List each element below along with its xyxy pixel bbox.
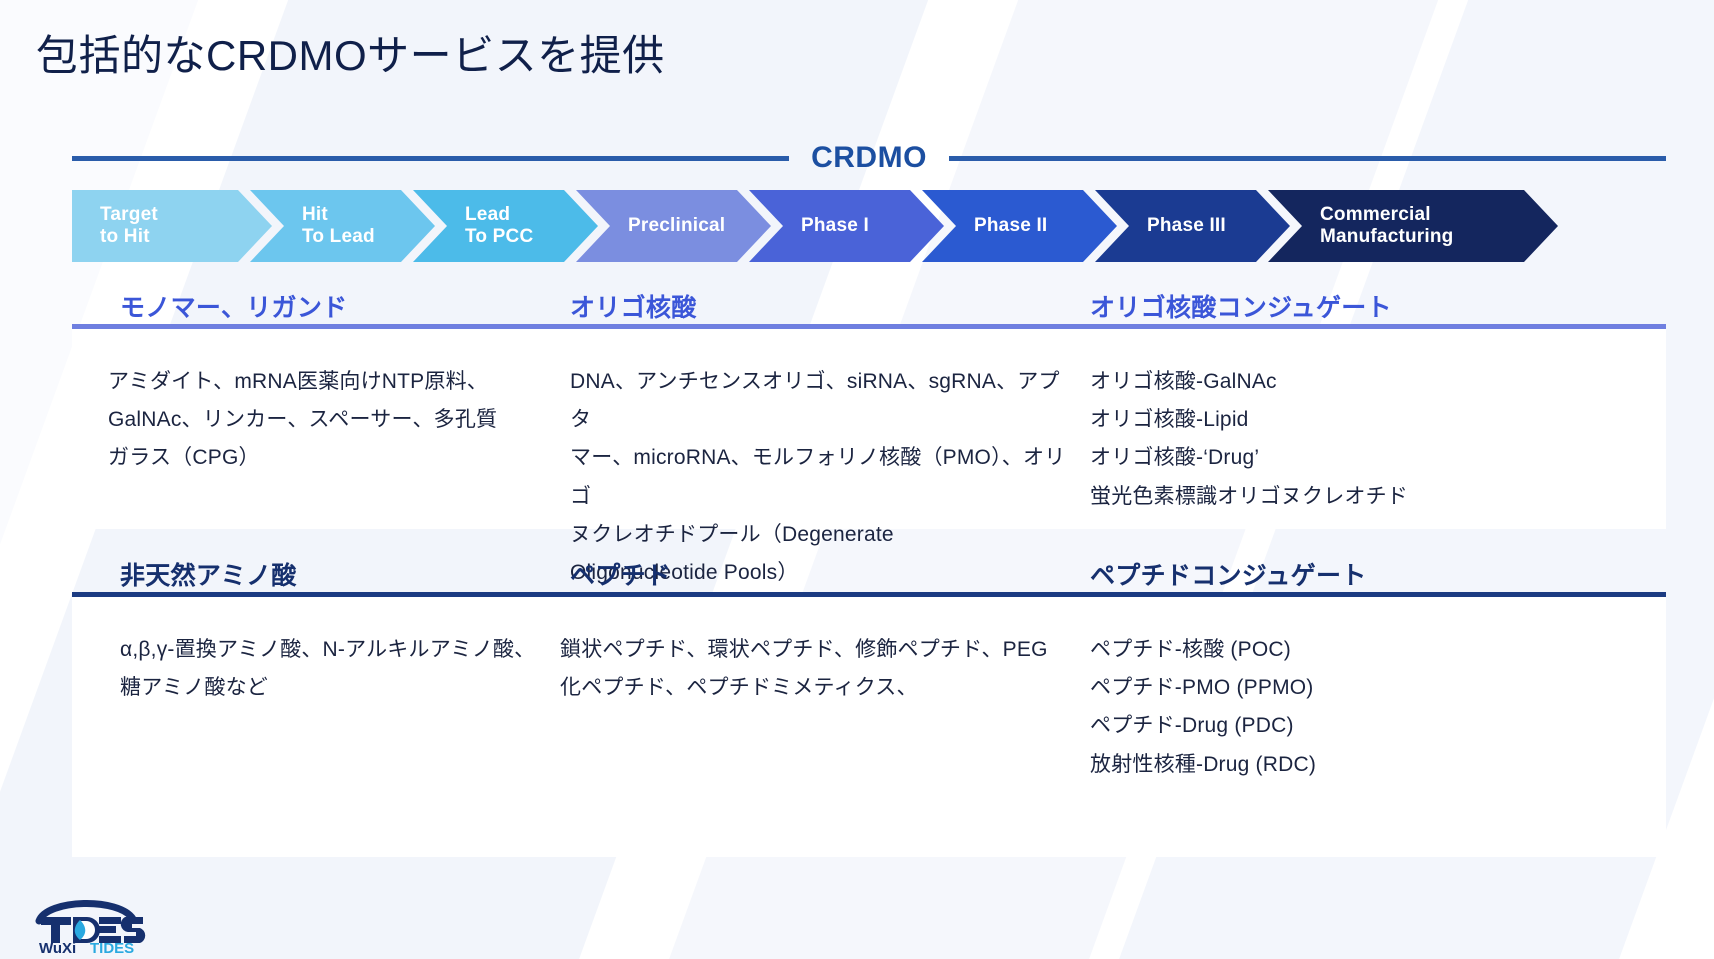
section-heading-1: モノマー、リガンド (120, 294, 348, 322)
section-headings: 非天然アミノ酸 ペプチド ペプチドコンジュゲート (72, 548, 1666, 592)
section-headings: モノマー、リガンド オリゴ核酸 オリゴ核酸コンジュゲート (72, 280, 1666, 324)
crdmo-rule-left (72, 155, 790, 161)
body-line: 鎖状ペプチド、環状ペプチド、修飾ペプチド、PEG (560, 638, 1048, 661)
pipeline-stage-label: Preclinical (628, 214, 726, 236)
body-line: Oligonucleotide Pools） (570, 561, 799, 585)
body-line: 糖アミノ酸など (120, 676, 268, 700)
section-2-column-2-text: 鎖状ペプチド、環状ペプチド、修飾ペプチド、PEG 化ペプチド、ペプチドミメティクス… (560, 631, 1060, 707)
body-line: 放射性核種-Drug (RDC) (1090, 752, 1317, 776)
body-line: α,β,γ-置換アミノ酸、N-アルキルアミノ酸、 (120, 638, 536, 661)
pipeline-stage-2[interactable]: Hit To Lead (250, 190, 435, 262)
body-line: 化ペプチド、ペプチドミメティクス、 (560, 676, 918, 700)
pipeline-stage-6[interactable]: Phase II (922, 190, 1117, 262)
section-heading-1: 非天然アミノ酸 (120, 562, 297, 590)
section-rule (72, 592, 1666, 597)
body-line: ヌクレオチドプール（Degenerate (570, 522, 894, 546)
body-line: ペプチド-PMO (PPMO) (1090, 676, 1314, 700)
body-line: オリゴ核酸-‘Drug’ (1090, 446, 1260, 470)
pipeline-stage-5[interactable]: Phase I (749, 190, 944, 262)
pipeline-stage-1[interactable]: Target to Hit (72, 190, 272, 262)
section-rule (72, 324, 1666, 329)
body-line: オリゴ核酸-GalNAc (1090, 370, 1277, 393)
section-body: α,β,γ-置換アミノ酸、N-アルキルアミノ酸、糖アミノ酸など 鎖状ペプチド、環… (72, 597, 1666, 857)
section-1-column-3-text: オリゴ核酸-GalNAc オリゴ核酸-Lipid オリゴ核酸-‘Drug’ 蛍光色素標… (1090, 363, 1630, 516)
pipeline-stage-4[interactable]: Preclinical (576, 190, 771, 262)
section-peptide: 非天然アミノ酸 ペプチド ペプチドコンジュゲート α,β,γ-置換アミノ酸、N-… (72, 548, 1666, 857)
crdmo-divider: CRDMO (72, 141, 1667, 174)
body-line: ペプチド-Drug (PDC) (1090, 714, 1294, 738)
logo-wuxi-text: WuXi (39, 940, 76, 955)
body-line: アミダイト、mRNA医薬向けNTP原料、 (108, 370, 488, 393)
section-1-column-1-text: アミダイト、mRNA医薬向けNTP原料、 GalNAc、リンカー、スペーサー、多孔… (108, 363, 538, 478)
wuxi-tides-logo: WuXi TIDES (33, 893, 193, 955)
section-2-column-1-text: α,β,γ-置換アミノ酸、N-アルキルアミノ酸、糖アミノ酸など (120, 631, 550, 707)
logo-tides-text: TIDES (90, 940, 134, 955)
body-line: GalNAc、リンカー、スペーサー、多孔質 (108, 408, 498, 432)
body-line: 蛍光色素標識オリゴヌクレオチド (1090, 484, 1408, 508)
body-line: ペプチド-核酸 (POC) (1090, 638, 1291, 661)
body-line: オリゴ核酸-Lipid (1090, 408, 1249, 432)
pipeline-stage-label: Target to Hit (100, 203, 158, 247)
pipeline-stage-7[interactable]: Phase III (1095, 190, 1290, 262)
section-heading-3: ペプチドコンジュゲート (1090, 562, 1367, 590)
body-line: DNA、アンチセンスオリゴ、siRNA、sgRNA、アプタ (570, 370, 1060, 432)
logo-icon: WuXi TIDES (35, 900, 146, 955)
section-1-column-2-text: DNA、アンチセンスオリゴ、siRNA、sgRNA、アプタマー、microRNA… (570, 363, 1070, 592)
crdmo-label: CRDMO (811, 141, 927, 174)
section-heading-3: オリゴ核酸コンジュゲート (1090, 294, 1392, 322)
body-line: マー、microRNA、モルフォリノ核酸（PMO）、オリゴ (570, 446, 1066, 508)
section-body: アミダイト、mRNA医薬向けNTP原料、 GalNAc、リンカー、スペーサー、多孔… (72, 329, 1666, 584)
section-heading-2: オリゴ核酸 (570, 294, 697, 322)
pipeline-stage-8[interactable]: Commercial Manufacturing (1268, 190, 1558, 262)
page-title: 包括的なCRDMOサービスを提供 (36, 32, 665, 79)
body-line: ガラス（CPG） (108, 446, 260, 470)
section-2-column-3-text: ペプチド-核酸 (POC) ペプチド-PMO (PPMO) ペプチド-Drug (P… (1090, 631, 1630, 784)
crdmo-rule-right (948, 155, 1667, 161)
pipeline-stage-label: Commercial Manufacturing (1320, 203, 1454, 247)
pipeline-stage-3[interactable]: Lead To PCC (413, 190, 598, 262)
section-oligo: モノマー、リガンド オリゴ核酸 オリゴ核酸コンジュゲート アミダイト、mRNA医… (72, 280, 1666, 584)
section-heading-2: ペプチド (570, 562, 672, 590)
